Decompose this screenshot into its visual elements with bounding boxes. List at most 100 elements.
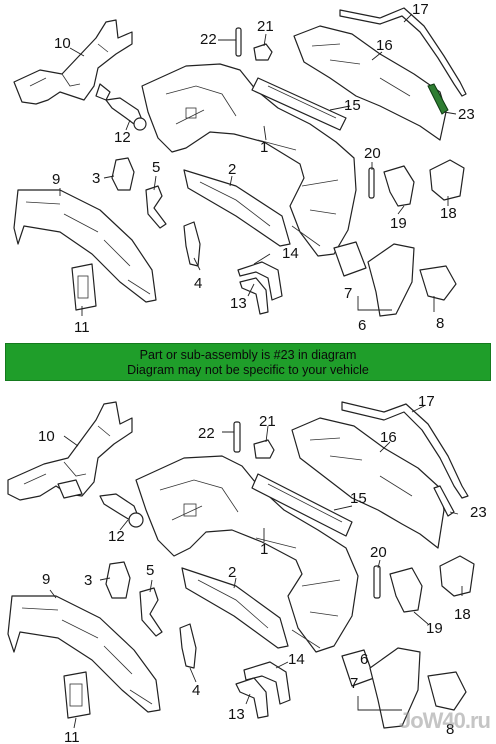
label-22-bottom: 22 xyxy=(198,425,215,442)
part-6-side-bracket-bottom[interactable] xyxy=(369,647,421,729)
label-3: 3 xyxy=(92,170,100,187)
part-16-reinforcement[interactable] xyxy=(293,25,447,141)
part-17-seal-strip-bottom[interactable] xyxy=(341,401,469,499)
label-8: 8 xyxy=(436,315,444,332)
part-11-plate-bottom[interactable] xyxy=(63,671,91,719)
part-3-bracket-bottom[interactable] xyxy=(105,561,131,599)
label-16: 16 xyxy=(376,37,393,54)
part-18-housing-bottom[interactable] xyxy=(439,555,475,597)
top-labels: 10 22 21 17 16 23 15 1 12 3 5 2 9 14 13 … xyxy=(52,1,475,336)
part-21-clip[interactable] xyxy=(253,43,273,61)
label-13: 13 xyxy=(230,295,247,312)
label-12: 12 xyxy=(114,129,131,146)
part-2-absorber-bottom[interactable] xyxy=(181,567,289,649)
label-21: 21 xyxy=(257,18,274,35)
label-14: 14 xyxy=(282,245,299,262)
label-20-bottom: 20 xyxy=(370,544,387,561)
bottom-leader-lines xyxy=(49,405,463,729)
part-3-bracket[interactable] xyxy=(111,157,135,191)
part-23-highlighted[interactable] xyxy=(427,83,449,115)
label-20: 20 xyxy=(364,145,381,162)
part-21-clip-bottom[interactable] xyxy=(253,439,275,459)
part-6-side-bracket[interactable] xyxy=(367,243,415,317)
label-16-bottom: 16 xyxy=(380,429,397,446)
label-23-bottom: 23 xyxy=(470,504,487,521)
part-10-tow-hitch[interactable] xyxy=(13,19,133,105)
top-diagram: 10 22 21 17 16 23 15 1 12 3 5 2 9 14 13 … xyxy=(13,1,475,336)
label-5-bottom: 5 xyxy=(146,562,154,579)
part-2-absorber[interactable] xyxy=(183,169,291,247)
part-9-impact-bar-bottom[interactable] xyxy=(7,595,161,713)
label-10: 10 xyxy=(54,35,71,52)
label-2: 2 xyxy=(228,161,236,178)
label-7: 7 xyxy=(344,285,352,302)
part-4-bracket[interactable] xyxy=(183,221,201,267)
part-8-small-bracket-bottom[interactable] xyxy=(427,671,467,711)
bottom-labels: 10 22 21 17 16 23 15 1 12 3 5 2 9 14 13 … xyxy=(38,393,487,744)
label-4: 4 xyxy=(194,275,202,292)
label-22: 22 xyxy=(200,31,217,48)
banner-line-1: Part or sub-assembly is #23 in diagram xyxy=(139,348,357,362)
info-banner: Part or sub-assembly is #23 in diagram D… xyxy=(5,343,491,381)
label-7-bottom: 7 xyxy=(350,675,358,692)
part-17-seal-strip[interactable] xyxy=(339,7,467,97)
label-23: 23 xyxy=(458,106,475,123)
label-18-bottom: 18 xyxy=(454,606,471,623)
part-8-small-bracket[interactable] xyxy=(419,265,457,301)
part-10-tow-hitch-bottom[interactable] xyxy=(7,401,133,501)
label-1-bottom: 1 xyxy=(260,541,268,558)
label-17: 17 xyxy=(412,1,429,18)
part-15-trim-strip-bottom[interactable] xyxy=(251,473,353,537)
watermark: JoW40.ru xyxy=(398,708,491,733)
label-15-bottom: 15 xyxy=(350,490,367,507)
label-1: 1 xyxy=(260,139,268,156)
banner-line-2: Diagram may not be specific to your vehi… xyxy=(127,363,369,377)
label-19: 19 xyxy=(390,215,407,232)
part-13-arch-liner[interactable] xyxy=(239,277,269,315)
label-8-bottom: 8 xyxy=(446,721,454,738)
part-5-bracket[interactable] xyxy=(145,185,167,229)
part-20-screw-bottom[interactable] xyxy=(373,565,381,599)
label-19-bottom: 19 xyxy=(426,620,443,637)
label-9-bottom: 9 xyxy=(42,571,50,588)
part-15-trim-strip[interactable] xyxy=(251,77,347,131)
label-21-bottom: 21 xyxy=(259,413,276,430)
part-9-impact-bar[interactable] xyxy=(13,189,157,303)
part-1-bumper-cover[interactable] xyxy=(141,63,357,257)
part-11-plate[interactable] xyxy=(71,263,97,311)
part-18-housing[interactable] xyxy=(429,159,465,201)
label-18: 18 xyxy=(440,205,457,222)
part-4-bracket-bottom[interactable] xyxy=(179,623,197,669)
part-5-bracket-bottom[interactable] xyxy=(139,587,163,637)
label-6-bottom: 6 xyxy=(360,651,368,668)
label-15: 15 xyxy=(344,97,361,114)
part-19-bracket-bottom[interactable] xyxy=(389,567,423,613)
part-12-tow-ball-bottom[interactable] xyxy=(99,493,144,528)
label-9: 9 xyxy=(52,171,60,188)
part-14-arch-liner[interactable] xyxy=(237,261,283,301)
label-2-bottom: 2 xyxy=(228,564,236,581)
part-22-bolt-bottom[interactable] xyxy=(233,421,241,453)
part-19-bracket[interactable] xyxy=(383,165,415,207)
top-leader-lines xyxy=(59,13,457,316)
part-16-reinforcement-bottom[interactable] xyxy=(291,417,445,549)
part-23-bottom[interactable] xyxy=(433,485,455,517)
label-12-bottom: 12 xyxy=(108,528,125,545)
label-5: 5 xyxy=(152,159,160,176)
label-17-bottom: 17 xyxy=(418,393,435,410)
label-13-bottom: 13 xyxy=(228,706,245,723)
label-14-bottom: 14 xyxy=(288,651,305,668)
part-20-screw[interactable] xyxy=(368,167,375,199)
label-11-bottom: 11 xyxy=(64,729,80,744)
bottom-diagram: 10 22 21 17 16 23 15 1 12 3 5 2 9 14 13 … xyxy=(7,393,487,744)
label-4-bottom: 4 xyxy=(192,682,200,699)
part-13-arch-liner-bottom[interactable] xyxy=(235,677,269,719)
label-3-bottom: 3 xyxy=(84,572,92,589)
part-22-bolt[interactable] xyxy=(235,27,242,57)
part-12-tow-ball[interactable] xyxy=(105,97,147,131)
label-10-bottom: 10 xyxy=(38,428,55,445)
label-11: 11 xyxy=(74,319,90,336)
part-7-cover-plate[interactable] xyxy=(333,241,367,277)
label-6: 6 xyxy=(358,317,366,334)
